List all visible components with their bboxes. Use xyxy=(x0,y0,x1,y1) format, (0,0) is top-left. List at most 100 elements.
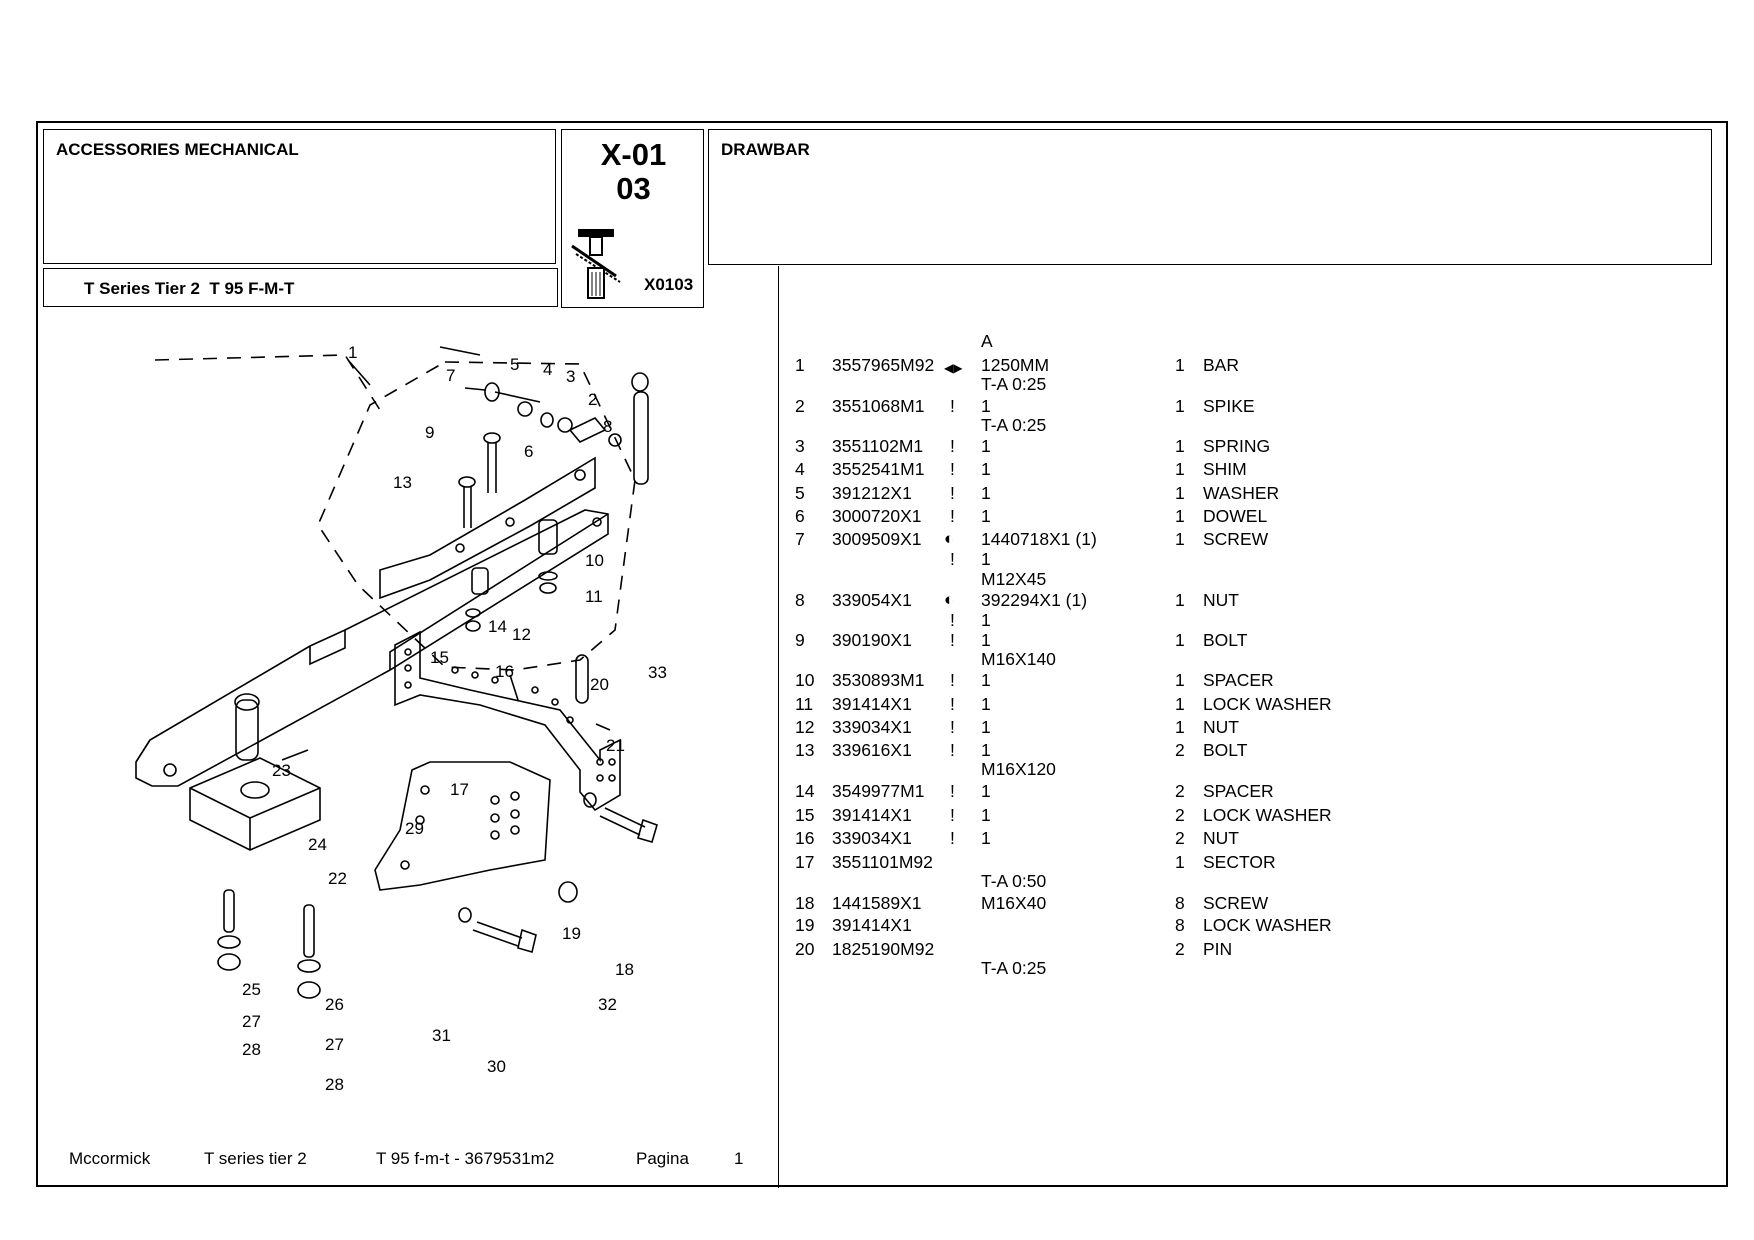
quantity: 2 xyxy=(1175,939,1185,959)
description: NUT xyxy=(1203,828,1239,848)
drawbar-pin-icon xyxy=(571,229,621,299)
col-a-value: 1 xyxy=(981,396,991,416)
svg-text:18: 18 xyxy=(615,960,634,979)
svg-text:5: 5 xyxy=(510,355,519,374)
col-a-value: 1 xyxy=(981,740,991,760)
part-title: DRAWBAR xyxy=(721,140,810,159)
part-number: 339054X1 xyxy=(832,590,912,610)
svg-text:6: 6 xyxy=(524,442,533,461)
notice-icon: ! xyxy=(950,610,955,630)
notice-icon: ! xyxy=(950,670,955,690)
svg-text:23: 23 xyxy=(272,761,291,780)
col-a-note: M12X45 xyxy=(981,569,1047,589)
quantity: 1 xyxy=(1175,396,1185,416)
svg-text:21: 21 xyxy=(606,736,625,755)
description: PIN xyxy=(1203,939,1233,959)
col-a-value: 1 xyxy=(981,436,991,456)
svg-text:10: 10 xyxy=(585,551,604,570)
svg-text:12: 12 xyxy=(512,625,531,644)
description: BOLT xyxy=(1203,740,1248,760)
notice-icon: ! xyxy=(950,694,955,714)
svg-text:27: 27 xyxy=(325,1035,344,1054)
svg-text:7: 7 xyxy=(446,366,455,385)
col-a-value: M16X40 xyxy=(981,893,1047,913)
part-number: 1441589X1 xyxy=(832,893,922,913)
part-number: 3552541M1 xyxy=(832,459,925,479)
notice-icon: ! xyxy=(950,549,955,569)
col-a-value: 392294X1 (1) xyxy=(981,590,1088,610)
quantity: 1 xyxy=(1175,590,1185,610)
item-number: 5 xyxy=(795,483,805,503)
col-a-value: 1 xyxy=(981,828,991,848)
part-number: 3549977M1 xyxy=(832,781,925,801)
col-a-value: 1 xyxy=(981,483,991,503)
group-title-box: ACCESSORIES MECHANICAL xyxy=(43,129,556,264)
col-a-value: 1 xyxy=(981,506,991,526)
svg-text:1: 1 xyxy=(348,343,357,362)
col-a-note: T-A 0:25 xyxy=(981,958,1047,978)
notice-icon: ! xyxy=(950,717,955,737)
svg-text:26: 26 xyxy=(325,995,344,1014)
part-number: 3000720X1 xyxy=(832,506,922,526)
svg-text:24: 24 xyxy=(308,835,327,854)
part-number: 339034X1 xyxy=(832,828,912,848)
quantity: 1 xyxy=(1175,630,1185,650)
col-a-note: M16X120 xyxy=(981,759,1056,779)
item-number: 2 xyxy=(795,396,805,416)
notice-icon: ! xyxy=(950,630,955,650)
quantity: 1 xyxy=(1175,483,1185,503)
description: LOCK WASHER xyxy=(1203,694,1332,714)
svg-text:13: 13 xyxy=(393,473,412,492)
notice-icon: ! xyxy=(950,459,955,479)
quantity: 8 xyxy=(1175,915,1185,935)
part-number: 391414X1 xyxy=(832,694,912,714)
item-number: 20 xyxy=(795,939,815,959)
svg-text:15: 15 xyxy=(430,648,449,667)
quantity: 1 xyxy=(1175,529,1185,549)
quantity: 2 xyxy=(1175,805,1185,825)
description: LOCK WASHER xyxy=(1203,805,1332,825)
item-number: 1 xyxy=(795,355,805,375)
notice-icon: ! xyxy=(950,483,955,503)
column-divider xyxy=(778,266,779,1188)
description: SPIKE xyxy=(1203,396,1255,416)
svg-text:14: 14 xyxy=(488,617,507,636)
item-number: 8 xyxy=(795,590,805,610)
col-a-value: 1 xyxy=(981,805,991,825)
sector-part xyxy=(394,630,621,812)
part-number: 3551102M1 xyxy=(832,436,924,456)
replacement-icon: ◐ xyxy=(944,590,955,609)
col-a-value-extra: 1 xyxy=(981,610,991,630)
col-a-value: 1 xyxy=(981,694,991,714)
callout-labels: 1 2 3 4 5 6 7 8 9 10 11 12 13 14 15 16 1… xyxy=(242,343,667,1094)
col-a-note: T-A 0:25 xyxy=(981,415,1047,435)
col-a-note: M16X140 xyxy=(981,649,1056,669)
svg-text:29: 29 xyxy=(405,819,424,838)
notice-icon: ! xyxy=(950,781,955,801)
part-number: 3009509X1 xyxy=(832,529,922,549)
col-a-header: A xyxy=(981,331,993,351)
item-number: 19 xyxy=(795,915,815,935)
svg-text:16: 16 xyxy=(495,662,514,681)
description: BAR xyxy=(1203,355,1239,375)
part-number: 1825190M92 xyxy=(832,939,935,959)
plate-part xyxy=(374,761,551,891)
description: LOCK WASHER xyxy=(1203,915,1332,935)
part-number: 3551101M92 xyxy=(832,852,933,872)
section-code: X-01 xyxy=(600,137,667,172)
item-number: 18 xyxy=(795,893,815,913)
drawbar-part xyxy=(135,509,609,787)
svg-text:2: 2 xyxy=(588,390,597,409)
quantity: 2 xyxy=(1175,781,1185,801)
notice-icon: ! xyxy=(950,828,955,848)
svg-text:4: 4 xyxy=(543,360,552,379)
item-number: 14 xyxy=(795,781,815,801)
group-outline xyxy=(317,361,636,671)
footer-brand: Mccormick xyxy=(69,1149,151,1168)
quantity: 1 xyxy=(1175,694,1185,714)
part-number: 3530893M1 xyxy=(832,670,925,690)
quantity: 8 xyxy=(1175,893,1185,913)
col-a-value: 1250MM xyxy=(981,355,1050,375)
footer-page-label: Pagina xyxy=(636,1149,689,1168)
quantity: 2 xyxy=(1175,828,1185,848)
